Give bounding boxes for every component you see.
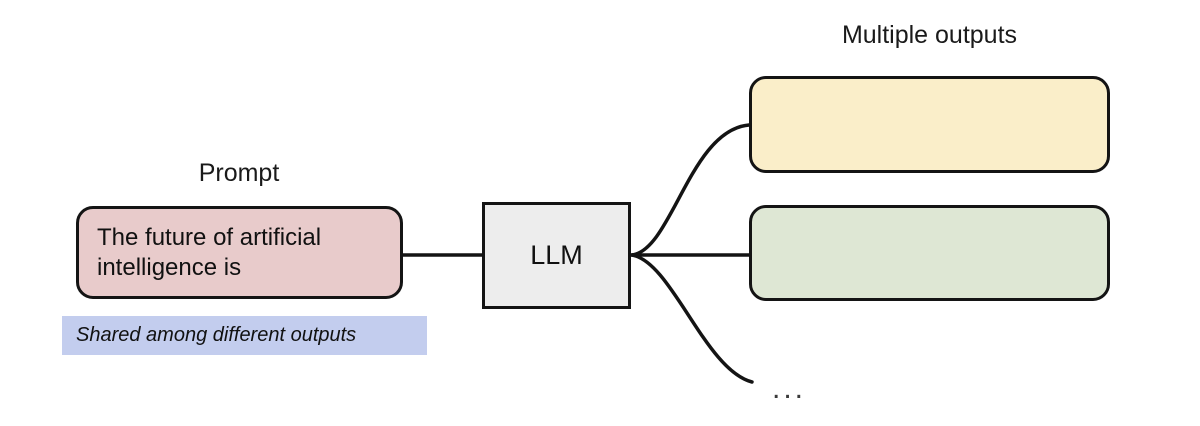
llm-box-text: LLM xyxy=(530,240,583,270)
output-box-2[interactable] xyxy=(749,205,1110,301)
connector-llm-to-ellipsis xyxy=(630,253,754,384)
connector-llm-to-output-1 xyxy=(630,123,751,257)
llm-box[interactable]: LLM xyxy=(482,202,631,309)
prompt-box[interactable]: The future of artificial intelligence is xyxy=(76,206,403,299)
prompt-box-text: The future of artificial intelligence is xyxy=(97,224,322,281)
shared-note-text: Shared among different outputs xyxy=(76,324,357,346)
output-box-1[interactable] xyxy=(749,76,1110,173)
outputs-title: Multiple outputs xyxy=(841,21,1018,49)
ellipsis-more-outputs: ... xyxy=(772,372,807,405)
shared-note-banner: Shared among different outputs xyxy=(62,316,427,355)
prompt-title: Prompt xyxy=(198,159,280,187)
